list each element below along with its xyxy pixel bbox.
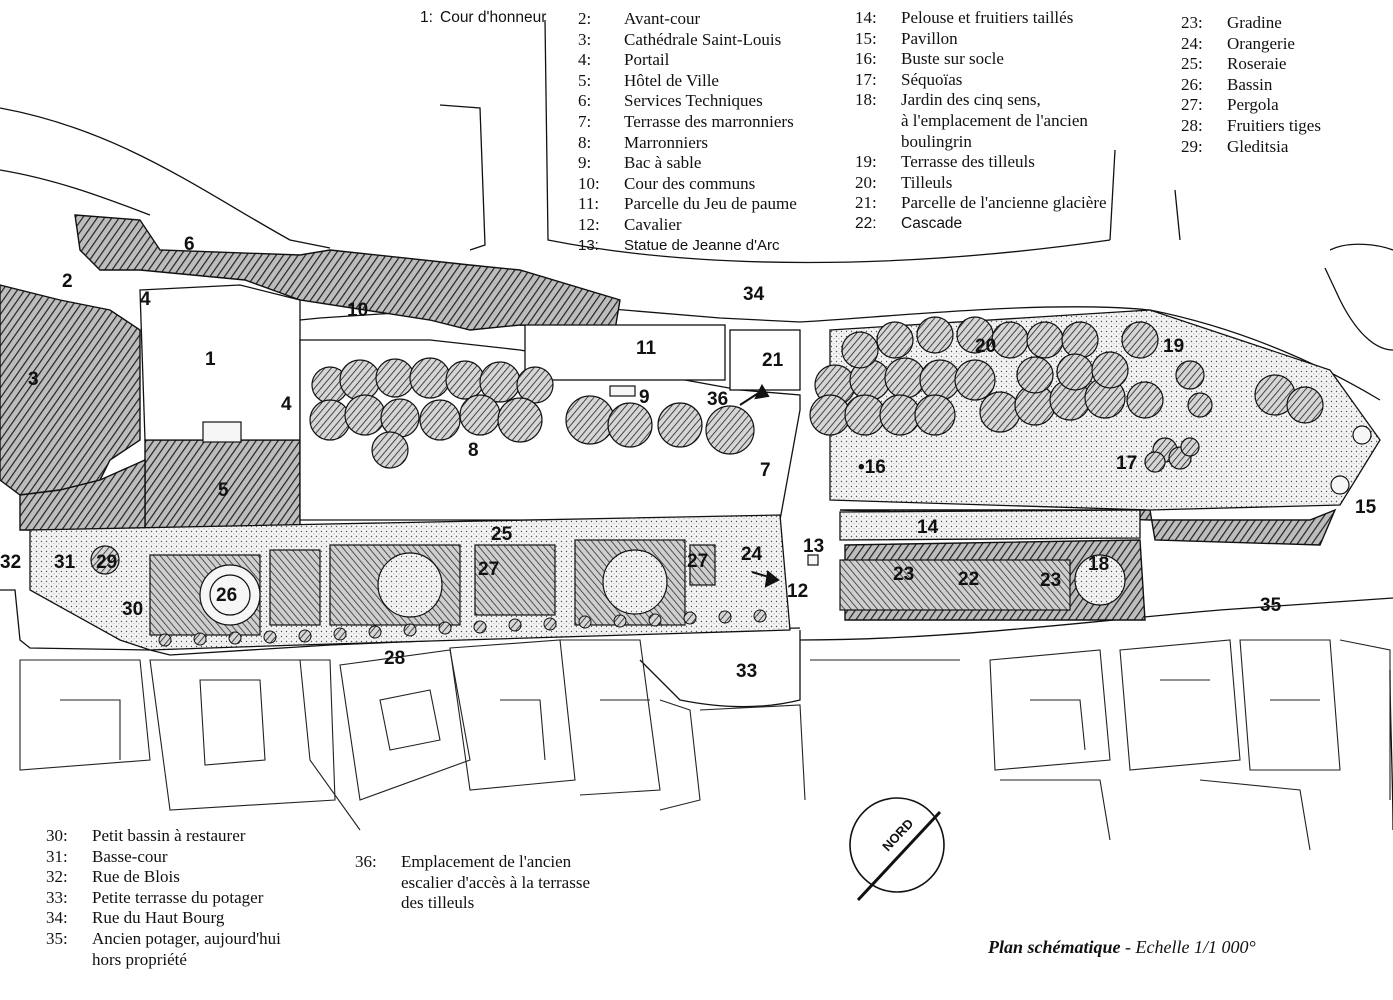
map-label-31: 31 xyxy=(54,552,76,573)
map-label-29: 29 xyxy=(96,552,117,573)
map-label-1: 1 xyxy=(205,349,216,370)
map-label-32: 32 xyxy=(0,552,21,573)
map-label-11: 11 xyxy=(636,338,657,359)
map-label-13: 13 xyxy=(803,536,824,557)
map-label-36: 36 xyxy=(707,389,728,410)
map-label-27a: 27 xyxy=(478,559,499,580)
map-label-12: 12 xyxy=(787,581,808,602)
cour-honneur xyxy=(139,284,301,441)
map-label-35: 35 xyxy=(1260,595,1282,616)
compass: NORD xyxy=(849,797,945,902)
map-label-8: 8 xyxy=(468,440,479,461)
map-label-33: 33 xyxy=(736,661,757,682)
legend-top-a: 1: Cour d'honneur xyxy=(420,8,546,29)
pelouse-band xyxy=(839,509,1141,541)
map-label-30: 30 xyxy=(122,599,143,620)
fruit-trees xyxy=(158,609,767,647)
map-label-4a: 4 xyxy=(140,289,151,310)
trees xyxy=(90,316,1324,575)
legend-top-d: 23:Gradine 24:Orangerie 25:Roseraie 26:B… xyxy=(1181,13,1321,156)
map-label-6: 6 xyxy=(184,234,195,255)
map-label-16: •16 xyxy=(858,457,886,478)
map-label-34: 34 xyxy=(743,284,765,305)
map-label-2: 2 xyxy=(62,271,73,292)
map-label-5: 5 xyxy=(218,480,229,501)
building-south-west xyxy=(19,458,146,531)
map-label-10: 10 xyxy=(347,300,368,321)
map-label-23b: 23 xyxy=(1040,570,1061,591)
map-label-26: 26 xyxy=(216,585,237,606)
caption-separator: - xyxy=(1120,937,1136,957)
bassin-circle xyxy=(199,564,261,626)
legend-item: 1: Cour d'honneur xyxy=(420,9,547,26)
map-label-25: 25 xyxy=(491,524,513,545)
caption-scale: Echelle 1/1 000° xyxy=(1135,937,1256,957)
map-number-labels: 1 2 3 4 4 5 6 7 8 9 10 11 12 13 14 15 •1… xyxy=(0,234,1377,682)
town-parcels xyxy=(19,639,1391,851)
parcelle-jeu-de-paume xyxy=(524,324,726,381)
map-label-9: 9 xyxy=(639,387,650,408)
caption-title: Plan schématique xyxy=(988,937,1121,957)
map-label-28: 28 xyxy=(384,648,405,669)
arrows xyxy=(739,383,780,588)
garden-features xyxy=(199,385,1372,626)
map-label-19: 19 xyxy=(1163,336,1184,357)
map-label-27b: 27 xyxy=(687,551,708,572)
cathedral-building xyxy=(0,284,141,496)
plan-caption: Plan schématique - Echelle 1/1 000° xyxy=(988,937,1256,958)
legend-bottom-b: 36:Emplacement de l'ancien escalier d'ac… xyxy=(355,852,590,913)
parcelle-glaciere xyxy=(729,329,801,391)
map-label-7: 7 xyxy=(760,460,771,481)
map-label-24: 24 xyxy=(741,544,763,565)
map-label-3: 3 xyxy=(28,369,39,390)
legend-bottom-a: 30:Petit bassin à restaurer 31:Basse-cou… xyxy=(46,826,281,969)
building-east-strip xyxy=(839,508,1337,546)
legend-top-c: 14:Pelouse et fruitiers taillés 15:Pavil… xyxy=(855,8,1107,232)
map-label-23a: 23 xyxy=(893,564,914,585)
map-label-21: 21 xyxy=(762,350,784,371)
map-label-14: 14 xyxy=(917,517,939,538)
map-label-22: 22 xyxy=(958,569,979,590)
map-label-18: 18 xyxy=(1088,554,1109,575)
map-label-20: 20 xyxy=(975,336,996,357)
legend-top-b: 2:Avant-cour 3:Cathédrale Saint-Louis 4:… xyxy=(578,9,797,254)
map-label-15: 15 xyxy=(1355,497,1377,518)
map-label-4b: 4 xyxy=(281,394,292,415)
map-label-17: 17 xyxy=(1116,453,1137,474)
